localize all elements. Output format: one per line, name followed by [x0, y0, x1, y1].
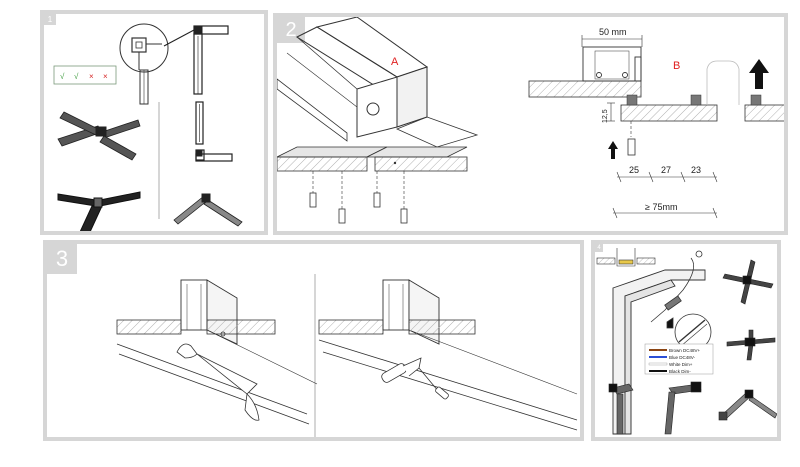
profile-a-isometric: [277, 17, 479, 148]
x-connector: [57, 111, 141, 161]
drywall-boards-a: [277, 146, 468, 172]
up-arrow-right: [749, 59, 769, 89]
corner-profile-bottom: [195, 149, 233, 162]
spacing-23-label: 23: [691, 165, 701, 175]
cable-connector: [650, 250, 703, 323]
connector-options-diagram: √ √ × ×: [53, 23, 243, 231]
panel-1-connectors: 1 √ √ × ×: [40, 10, 268, 235]
panel-4-wiring: 4: [591, 240, 781, 441]
cross-mark-0: ×: [89, 72, 94, 81]
wire-black-label: Black Dim-: [669, 369, 691, 374]
ceiling-slab: [528, 80, 642, 98]
installation-dimension-diagram: A B 50 mm 12,5: [277, 17, 784, 224]
led-section-detail: [596, 248, 656, 267]
cross-mark-1: ×: [103, 72, 108, 81]
spacing-dimension-line: [616, 171, 718, 183]
board-left-b: [206, 319, 276, 335]
board-right-b: [408, 319, 476, 335]
putty-knife-icon: [176, 331, 260, 421]
thickness-dimension: [607, 102, 615, 122]
panel-number: 3: [47, 244, 77, 274]
screws-a: [309, 171, 408, 224]
panel-2-installation-dimensions: 2: [273, 13, 788, 235]
connector-magnifier: [666, 313, 712, 351]
t-connector: [57, 191, 141, 231]
panel-3-plastering: 3: [43, 240, 584, 441]
board-right-a: [318, 319, 384, 335]
compatibility-legend-box: [53, 65, 117, 85]
wire-white-label: White Dim+: [669, 362, 693, 367]
t-connector-small: [726, 329, 776, 361]
minimum-distance-line: [612, 207, 718, 219]
profile-right-installed: [318, 279, 578, 431]
screw-b: [627, 121, 636, 156]
profile-left-installed: [116, 279, 318, 425]
l-corner-connector: [173, 193, 243, 227]
spacing-25-label: 25: [629, 165, 639, 175]
spring-clips: [626, 94, 762, 106]
x-connector-small: [722, 259, 774, 305]
up-arrow-screw: [608, 141, 618, 159]
label-a: A: [391, 56, 399, 68]
minimum-distance-label: ≥ 75mm: [645, 202, 677, 212]
check-mark-1: √: [74, 72, 79, 81]
wire-brown-label: Brown DC48V+: [669, 348, 701, 353]
straight-profile-vertical: [195, 101, 204, 145]
check-mark-0: √: [60, 72, 65, 81]
corner-profile-top: [163, 25, 229, 95]
straight-profile-vertical-left: [139, 69, 149, 105]
width-dimension-label: 50 mm: [599, 27, 627, 37]
paint-roller-icon: [381, 357, 449, 400]
profile-b-outline-ghost: [706, 60, 740, 105]
corner-connector-2: [664, 381, 702, 435]
board-left-a: [116, 319, 182, 335]
corner-connector-3: [718, 389, 777, 421]
width-dimension: [581, 35, 643, 47]
panel-number: 1: [44, 14, 56, 25]
wiring-diagram: Brown DC48V+ Blue DC48V- White Dim+ Blac…: [596, 248, 777, 435]
label-b: B: [673, 60, 680, 72]
wire-legend: Brown DC48V+ Blue DC48V- White Dim+ Blac…: [644, 343, 714, 375]
corner-connector-1: [608, 383, 634, 435]
drywall-board-b-left: [620, 104, 718, 122]
plastering-diagram: [116, 274, 578, 437]
drywall-board-b-right: [744, 104, 784, 122]
wire-blue-label: Blue DC48V-: [669, 355, 696, 360]
thickness-dimension-label: 12,5: [602, 109, 609, 123]
profile-b-section: [582, 46, 642, 82]
magnifier-detail: [119, 23, 169, 73]
panel-number: 4: [595, 244, 603, 252]
spacing-27-label: 27: [661, 165, 671, 175]
